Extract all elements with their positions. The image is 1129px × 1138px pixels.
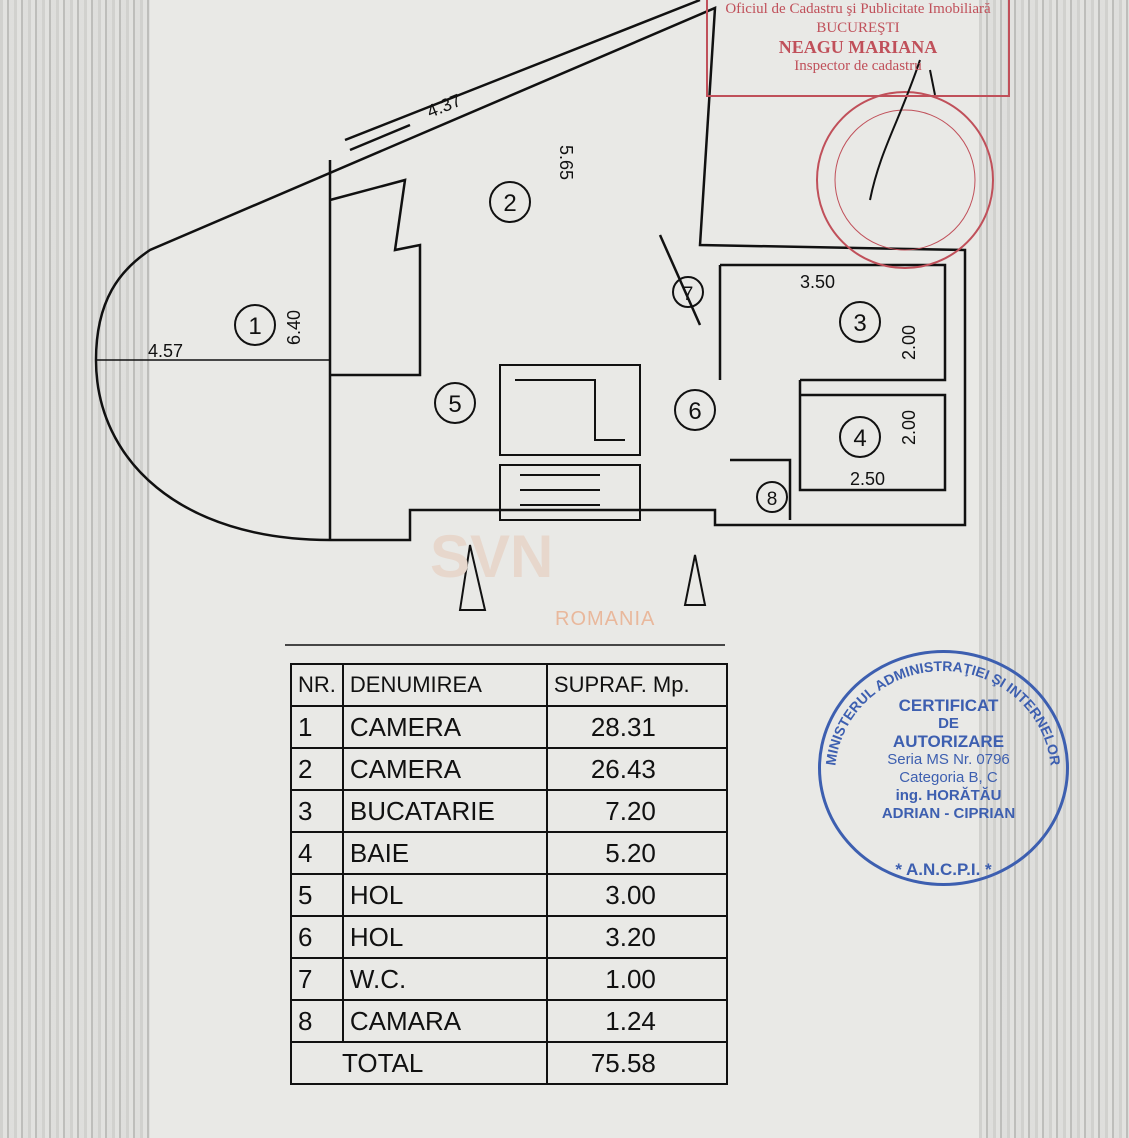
cell-name: W.C. (341, 957, 548, 1001)
cell-area: 1.00 (545, 957, 728, 1001)
stamp-bottom-text: * A.N.C.P.I. * (895, 860, 992, 879)
cell-nr: 1 (290, 705, 344, 749)
cell-nr: 2 (290, 747, 344, 791)
cell-nr: 7 (290, 957, 344, 1001)
total-value: 75.58 (545, 1041, 728, 1085)
cell-area: 3.00 (545, 873, 728, 917)
cadastre-inspector-stamp: Oficiul de Cadastru şi Publicitate Imobi… (706, 0, 1010, 97)
total-label: TOTAL (290, 1041, 548, 1085)
entrance-arrows (458, 544, 707, 611)
cell-nr: 6 (290, 915, 344, 959)
room-8-number: 8 (767, 489, 778, 510)
cell-area: 26.43 (545, 747, 728, 791)
stamp-line: CERTIFICAT (898, 696, 999, 715)
cell-name: CAMERA (341, 747, 548, 791)
table-total-row: TOTAL 75.58 (290, 1041, 728, 1085)
room-labels (234, 181, 881, 513)
cell-nr: 3 (290, 789, 344, 833)
watermark-logo: SVN (430, 523, 554, 590)
stamp-ring: MINISTERUL ADMINISTRAŢIEI ŞI INTERNELOR (822, 658, 1063, 767)
stamp-city: BUCUREŞTI (816, 20, 900, 36)
stamp-line: Seria MS Nr. 0796 (887, 751, 1010, 768)
stamp-office: Oficiul de Cadastru şi Publicitate Imobi… (725, 1, 991, 17)
round-stamp-red (816, 91, 994, 269)
header-area: SUPRAF. Mp. (545, 663, 728, 707)
room-6-number: 6 (688, 398, 701, 425)
cell-name: BAIE (341, 831, 548, 875)
cell-area: 1.24 (545, 999, 728, 1043)
cell-name: HOL (341, 873, 548, 917)
dim-room1-width: 4.57 (148, 341, 183, 361)
dim-room3-depth: 2.00 (899, 325, 919, 360)
watermark-text: ROMANIA (555, 608, 656, 630)
cell-area: 28.31 (545, 705, 728, 749)
cell-name: HOL (341, 915, 548, 959)
round-stamp-red-inner (834, 109, 976, 251)
header-nr: NR. (290, 663, 344, 707)
scan-noise-right (979, 0, 1129, 1138)
cell-name: CAMARA (341, 999, 548, 1043)
dim-room1-length: 6.40 (284, 310, 304, 345)
cell-area: 5.20 (545, 831, 728, 875)
table-header: NR. DENUMIREA SUPRAF. Mp. (290, 663, 728, 707)
stamp-role: Inspector de cadastru (794, 58, 922, 74)
dim-room3-width: 3.50 (800, 272, 835, 292)
stamp-line: ADRIAN - CIPRIAN (881, 805, 1016, 822)
signature-top (869, 59, 936, 201)
cell-nr: 8 (290, 999, 344, 1043)
scan-noise-left (0, 0, 150, 1138)
room-3-number: 3 (853, 310, 866, 337)
stamp-line: DE (938, 715, 959, 732)
stairs (499, 364, 641, 521)
cell-nr: 5 (290, 873, 344, 917)
dim-room4-depth: 2.00 (899, 410, 919, 445)
room-7-number: 7 (683, 284, 694, 305)
stamp-name: NEAGU MARIANA (778, 37, 938, 57)
floor-plan: 1 2 3 4 5 6 7 8 4.37 5.65 6.40 4.57 3.50… (94, 0, 994, 646)
dim-room4-width: 2.50 (850, 469, 885, 489)
dim-room2-length: 5.65 (556, 145, 576, 180)
cell-name: BUCATARIE (341, 789, 548, 833)
cell-nr: 4 (290, 831, 344, 875)
cell-area: 3.20 (545, 915, 728, 959)
stamp-line: Categoria B, C (899, 769, 998, 786)
stamp-line: AUTORIZARE (892, 732, 1005, 751)
cell-area: 7.20 (545, 789, 728, 833)
room-4-number: 4 (853, 425, 866, 452)
room-5-number: 5 (448, 391, 461, 418)
cell-name: CAMERA (341, 705, 548, 749)
room-1-number: 1 (248, 313, 261, 340)
stamp-line: ing. HORĂTĂU (895, 787, 1002, 804)
room-2-number: 2 (503, 190, 516, 217)
header-name: DENUMIREA (341, 663, 548, 707)
authorization-stamp: MINISTERUL ADMINISTRAŢIEI ŞI INTERNELOR … (818, 650, 1069, 886)
